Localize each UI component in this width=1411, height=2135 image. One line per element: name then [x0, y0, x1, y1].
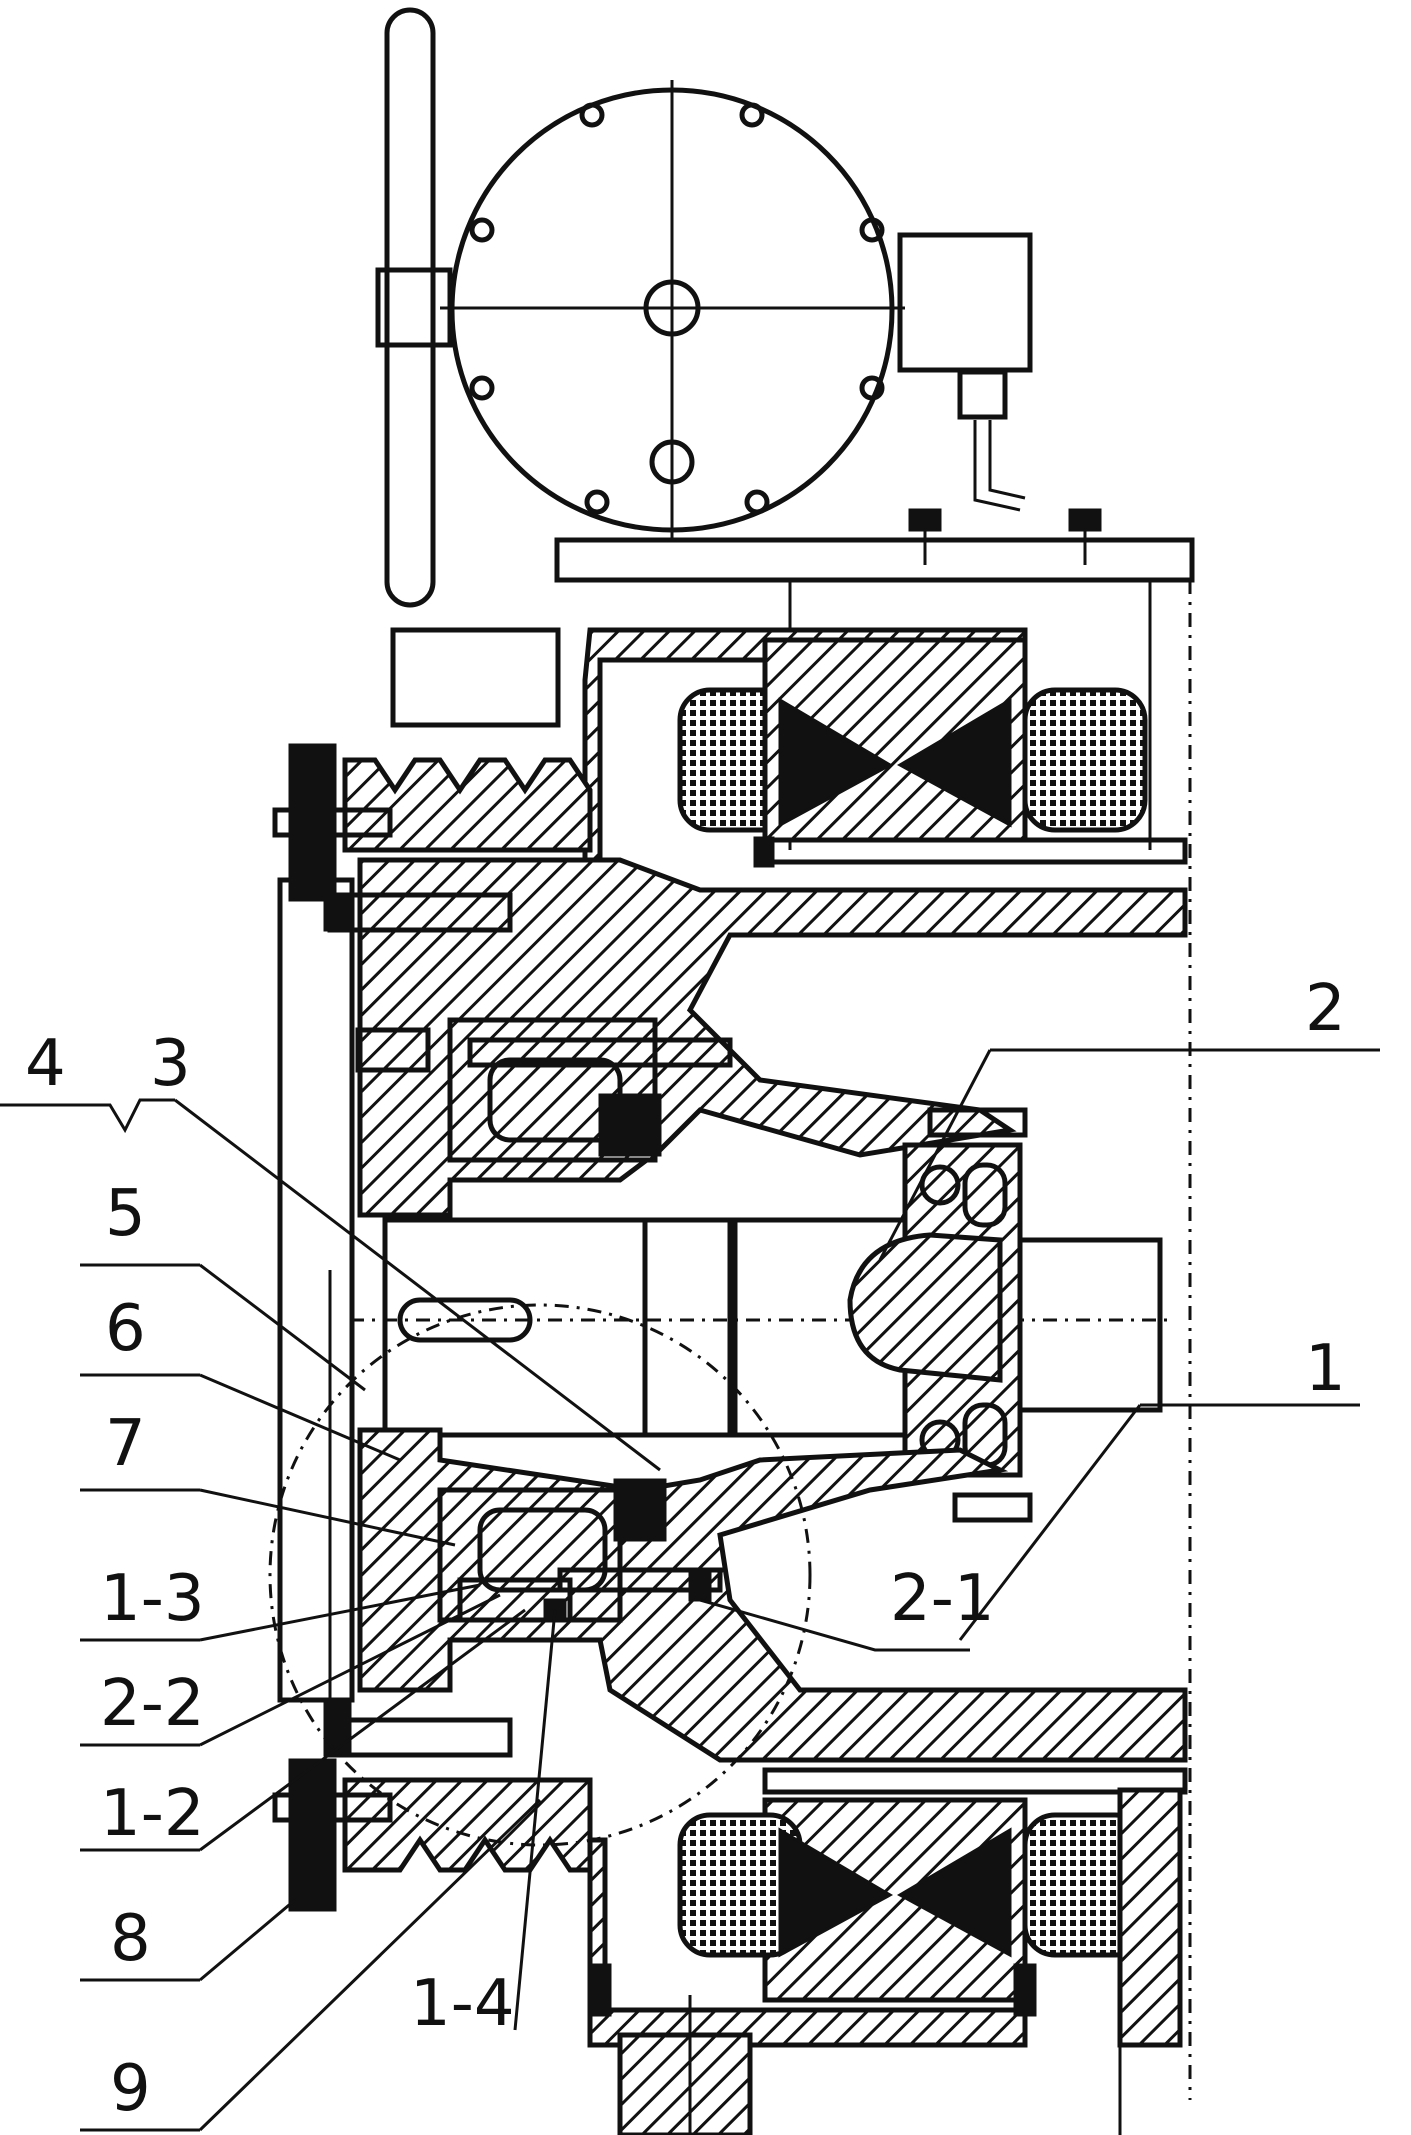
label-1-4: 1-4 — [410, 1967, 515, 2041]
terminal-box — [900, 235, 1030, 510]
label-9: 9 — [110, 2052, 151, 2126]
label-2: 2 — [1305, 972, 1346, 1046]
motor-disc — [440, 80, 905, 540]
label-2-1: 2-1 — [890, 1562, 995, 1636]
label-6: 6 — [105, 1292, 146, 1366]
label-4: 4 — [25, 1027, 66, 1101]
label-8: 8 — [110, 1902, 151, 1976]
label-1: 1 — [1305, 1332, 1346, 1406]
label-1-2: 1-2 — [100, 1777, 205, 1851]
upper-stator — [585, 630, 1185, 870]
upper-hub — [325, 860, 1185, 1215]
side-block — [393, 630, 558, 725]
lower-stator — [590, 1770, 1185, 2045]
label-5: 5 — [105, 1177, 146, 1251]
label-1-3: 1-3 — [100, 1562, 205, 1636]
handle-bar — [378, 10, 450, 605]
label-2-2: 2-2 — [100, 1667, 205, 1741]
label-7: 7 — [105, 1407, 146, 1481]
label-3: 3 — [150, 1027, 191, 1101]
